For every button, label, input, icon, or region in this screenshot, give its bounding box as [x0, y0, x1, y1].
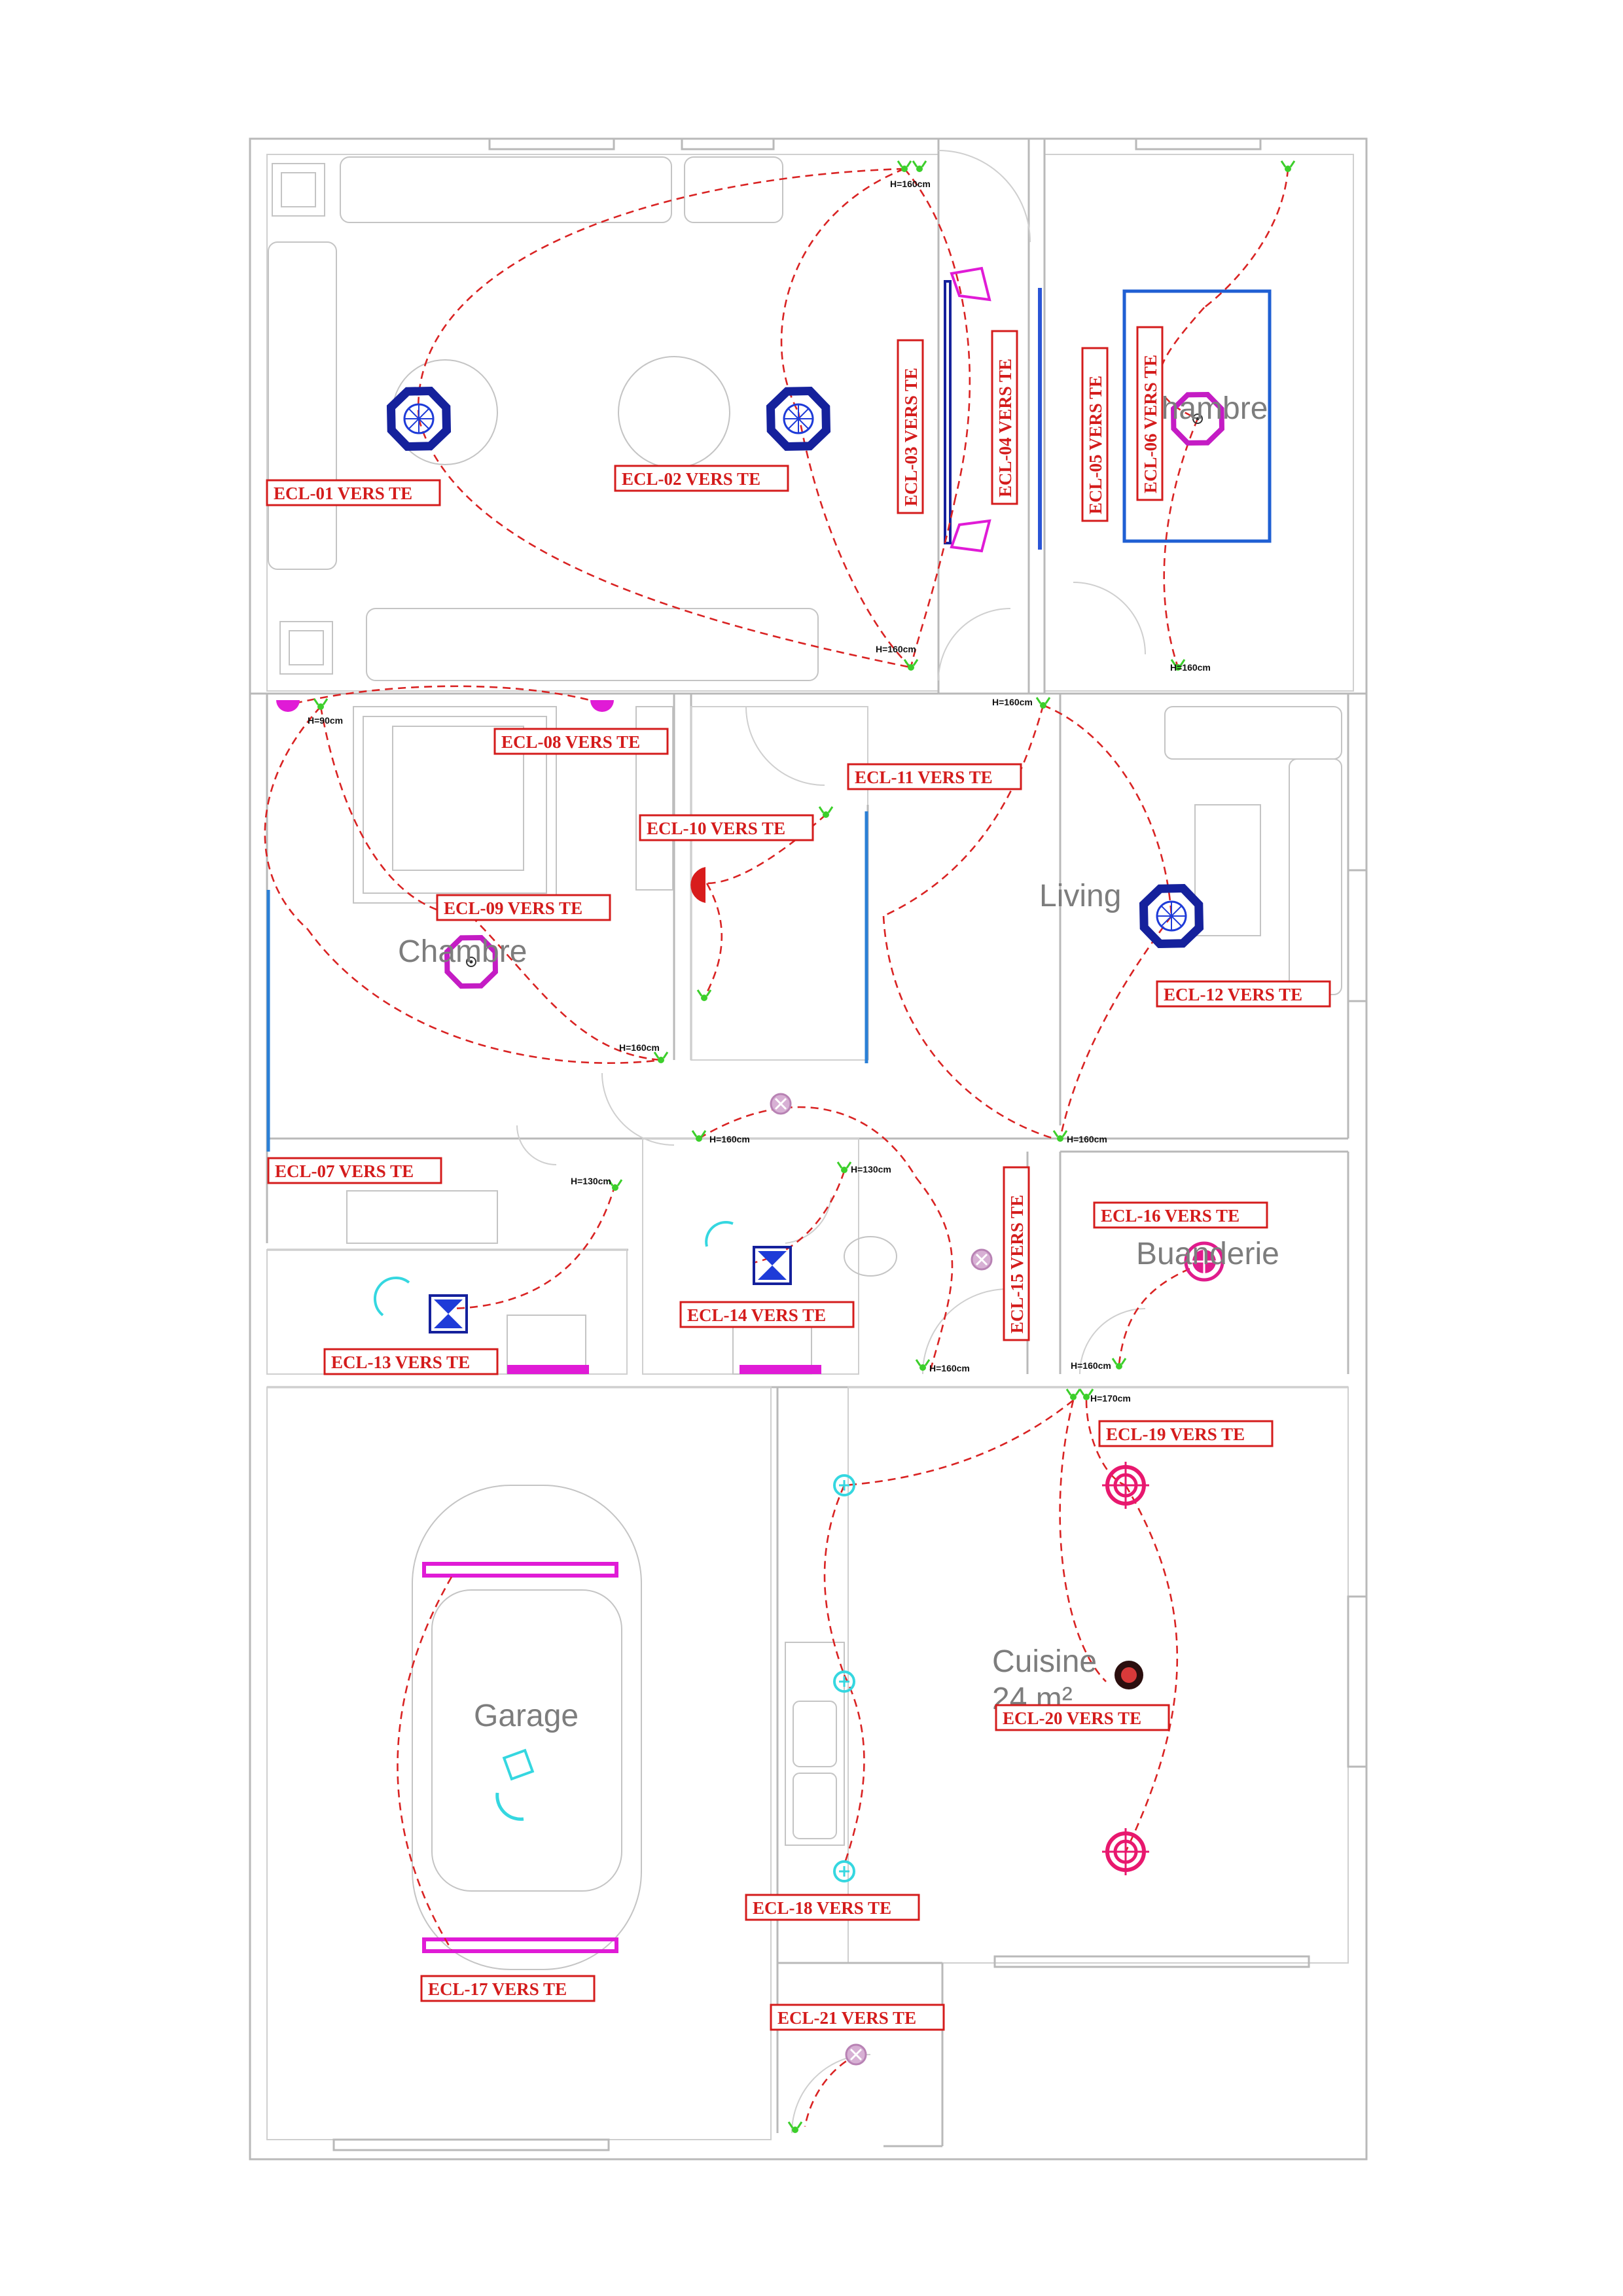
- lamp-shade-icon: [950, 519, 991, 553]
- switch-icon: [915, 1358, 931, 1372]
- circuit-label-ecl-08: ECL-08 VERS TE: [493, 728, 669, 755]
- svg-text:ECL-11 VERS TE: ECL-11 VERS TE: [855, 768, 993, 787]
- svg-text:ECL-13 VERS TE: ECL-13 VERS TE: [331, 1352, 470, 1372]
- outdoor-light-icon: [971, 1248, 993, 1271]
- wall-lamp-icon: [276, 700, 300, 712]
- circuit-label-ecl-02: ECL-02 VERS TE: [614, 465, 789, 492]
- circuit-label-ecl-12: ECL-12 VERS TE: [1156, 980, 1331, 1008]
- svg-text:ECL-10 VERS TE: ECL-10 VERS TE: [647, 819, 785, 838]
- kitchen-light-icon: [1102, 1462, 1149, 1509]
- room-label-living: Living: [1039, 879, 1121, 913]
- switch-icon: [313, 698, 329, 711]
- furniture: [266, 156, 1342, 1970]
- circuit-label-ecl-14: ECL-14 VERS TE: [679, 1301, 855, 1328]
- spot-light-icon: [833, 1860, 855, 1882]
- switch-icon: [1280, 160, 1296, 173]
- svg-text:ECL-07 VERS TE: ECL-07 VERS TE: [275, 1161, 414, 1181]
- wc-light-icon: [705, 1221, 734, 1247]
- height-note: H=90cm: [308, 715, 343, 726]
- svg-text:ECL-01 VERS TE: ECL-01 VERS TE: [274, 484, 412, 503]
- svg-text:ECL-06 VERS TE: ECL-06 VERS TE: [1141, 355, 1160, 493]
- wiring: [264, 168, 1289, 2127]
- circuit-label-ecl-13: ECL-13 VERS TE: [323, 1348, 499, 1375]
- ceiling-light-icon: [759, 380, 838, 458]
- circuit-label-ecl-10: ECL-10 VERS TE: [639, 814, 814, 841]
- height-note: H=160cm: [929, 1363, 970, 1373]
- switch-icon: [696, 989, 712, 1002]
- circuit-label-ecl-19: ECL-19 VERS TE: [1098, 1420, 1274, 1447]
- switch-icon: [912, 160, 927, 173]
- svg-text:ECL-15 VERS TE: ECL-15 VERS TE: [1007, 1195, 1027, 1333]
- extractor-fan-icon: [753, 1246, 792, 1285]
- circuit-label-ecl-17: ECL-17 VERS TE: [420, 1975, 596, 2002]
- svg-text:ECL-12 VERS TE: ECL-12 VERS TE: [1164, 985, 1302, 1004]
- switch-icon: [1065, 1388, 1081, 1402]
- height-note: H=160cm: [890, 179, 931, 189]
- circuit-label-ecl-21: ECL-21 VERS TE: [770, 2004, 945, 2031]
- room-label-chambre-1: Chambre: [398, 934, 527, 969]
- lamp-shade-icon: [950, 266, 991, 302]
- wc-light-icon: [374, 1277, 410, 1316]
- svg-text:ECL-19 VERS TE: ECL-19 VERS TE: [1106, 1424, 1245, 1444]
- outdoor-light-icon: [770, 1093, 792, 1115]
- switch-icon: [787, 2121, 803, 2134]
- height-notes: H=160cm H=160cm H=160cm H=160cm H=90cm H…: [308, 179, 1211, 1404]
- svg-text:ECL-03 VERS TE: ECL-03 VERS TE: [901, 368, 921, 506]
- height-note: H=160cm: [709, 1134, 750, 1144]
- height-note: H=160cm: [876, 644, 916, 654]
- fixtures: [276, 266, 1232, 2066]
- height-note: H=170cm: [1090, 1393, 1131, 1404]
- circuit-labels: ECL-01 VERS TE ECL-02 VERS TE ECL-03 VER…: [266, 326, 1331, 2031]
- circuit-label-ecl-05: ECL-05 VERS TE: [1081, 347, 1109, 522]
- circuit-label-ecl-01: ECL-01 VERS TE: [266, 479, 441, 506]
- room-label-cuisine: Cuisine: [992, 1644, 1097, 1679]
- extractor-fan-icon: [429, 1294, 468, 1333]
- svg-text:ECL-18 VERS TE: ECL-18 VERS TE: [753, 1898, 891, 1918]
- svg-text:ECL-20 VERS TE: ECL-20 VERS TE: [1003, 1708, 1141, 1728]
- room-labels: Chambre Chambre Living Buanderie Garage …: [398, 391, 1279, 1733]
- circuit-label-ecl-09: ECL-09 VERS TE: [436, 894, 611, 921]
- circuit-label-ecl-15: ECL-15 VERS TE: [1003, 1166, 1030, 1341]
- switch-icon: [653, 1051, 669, 1065]
- switch-icon: [818, 805, 834, 819]
- outdoor-light-icon: [845, 2043, 867, 2066]
- room-label-garage: Garage: [474, 1699, 579, 1733]
- ceiling-light-icon: [380, 380, 458, 458]
- switch-icon: [1052, 1129, 1068, 1143]
- svg-text:ECL-02 VERS TE: ECL-02 VERS TE: [622, 469, 760, 489]
- height-note: H=160cm: [992, 697, 1033, 707]
- circuit-label-ecl-03: ECL-03 VERS TE: [897, 339, 924, 514]
- wall-lamp-icon: [590, 700, 614, 712]
- height-note: H=130cm: [851, 1164, 891, 1174]
- svg-text:ECL-09 VERS TE: ECL-09 VERS TE: [444, 898, 582, 918]
- svg-text:ECL-14 VERS TE: ECL-14 VERS TE: [687, 1305, 826, 1325]
- circuit-label-ecl-18: ECL-18 VERS TE: [745, 1894, 920, 1921]
- height-note: H=160cm: [1067, 1134, 1107, 1144]
- switch-icon: [903, 658, 919, 672]
- circuit-label-ecl-06: ECL-06 VERS TE: [1136, 326, 1164, 501]
- circuit-label-ecl-04: ECL-04 VERS TE: [991, 330, 1018, 505]
- circuit-label-ecl-07: ECL-07 VERS TE: [267, 1157, 442, 1184]
- height-note: H=130cm: [571, 1176, 611, 1186]
- circuit-label-ecl-16: ECL-16 VERS TE: [1093, 1201, 1268, 1229]
- circuit-label-ecl-20: ECL-20 VERS TE: [995, 1704, 1170, 1731]
- garage-light-icon: [495, 1792, 524, 1821]
- svg-text:ECL-21 VERS TE: ECL-21 VERS TE: [777, 2008, 916, 2028]
- circuit-label-ecl-11: ECL-11 VERS TE: [847, 763, 1022, 790]
- svg-text:ECL-17 VERS TE: ECL-17 VERS TE: [428, 1979, 567, 1999]
- svg-text:ECL-08 VERS TE: ECL-08 VERS TE: [501, 732, 640, 752]
- svg-text:ECL-16 VERS TE: ECL-16 VERS TE: [1101, 1206, 1240, 1226]
- height-note: H=160cm: [1071, 1360, 1111, 1371]
- height-note: H=160cm: [1170, 662, 1211, 673]
- svg-text:ECL-05 VERS TE: ECL-05 VERS TE: [1086, 376, 1105, 514]
- kitchen-light-icon: [1102, 1828, 1149, 1875]
- room-label-buanderie: Buanderie: [1136, 1237, 1279, 1271]
- svg-text:ECL-04 VERS TE: ECL-04 VERS TE: [995, 359, 1015, 497]
- ceiling-light-icon: [1132, 877, 1211, 955]
- wall-sconce-icon: [690, 867, 705, 903]
- switch-icon: [836, 1161, 852, 1174]
- height-note: H=160cm: [619, 1042, 660, 1053]
